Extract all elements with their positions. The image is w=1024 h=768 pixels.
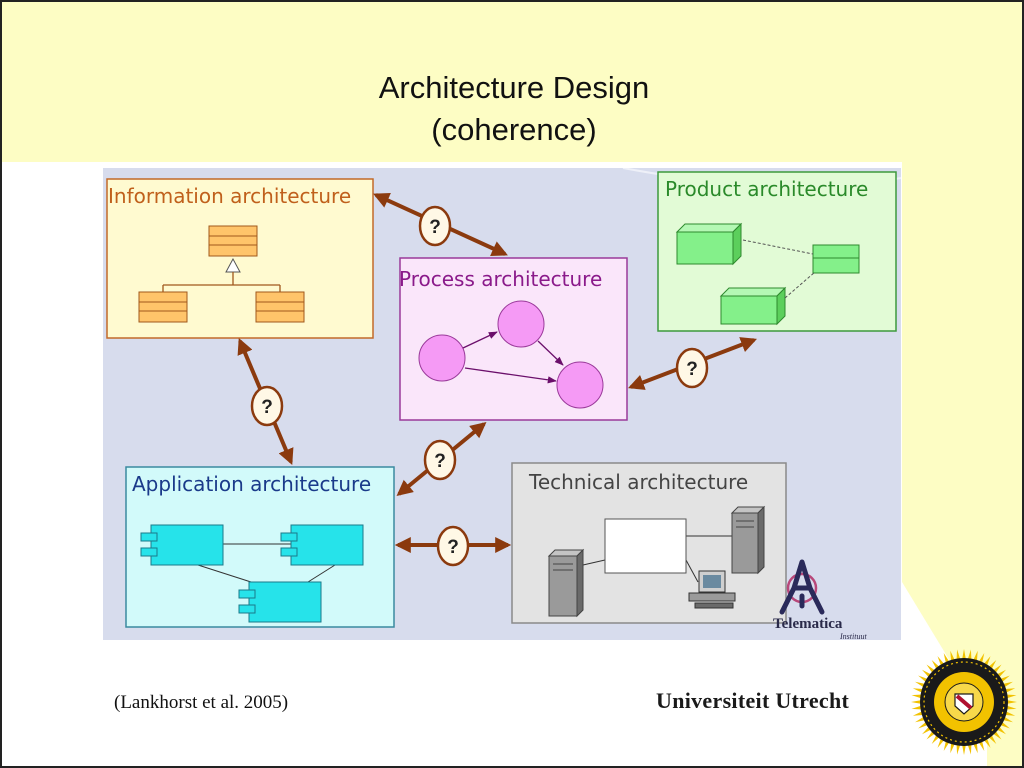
question-mark-2: ? — [261, 397, 273, 418]
process-architecture-box: Process architecture — [399, 257, 628, 421]
university-name: Universiteit Utrecht — [656, 688, 850, 713]
citation: (Lankhorst et al. 2005) — [114, 692, 289, 713]
connector-process-application: ? — [396, 421, 487, 497]
product-architecture-label: Product architecture — [665, 177, 868, 201]
architecture-diagram: Information architecture Product archite… — [103, 168, 901, 640]
question-mark-3: ? — [686, 359, 698, 380]
telematica-logo-icon — [779, 559, 825, 615]
product-architecture-box: Product architecture — [657, 171, 897, 332]
university-seal-icon — [911, 649, 1017, 755]
application-architecture-label: Application architecture — [132, 472, 371, 496]
information-architecture-label: Information architecture — [108, 184, 351, 208]
technical-architecture-label: Technical architecture — [528, 470, 748, 494]
connector-process-product: ? — [628, 337, 757, 390]
application-component-icons — [140, 524, 364, 623]
connector-application-technical: ? — [394, 525, 512, 567]
information-architecture-box: Information architecture — [106, 178, 374, 339]
question-mark-5: ? — [447, 537, 459, 558]
telematica-logo-subtext: Instituut — [840, 632, 867, 641]
connector-information-process: ? — [373, 193, 508, 256]
process-flow-icon — [418, 300, 604, 409]
process-architecture-label: Process architecture — [399, 267, 602, 291]
slide-title-line-1: Architecture Design — [378, 70, 650, 105]
server-network-icon — [547, 505, 766, 618]
question-mark-4: ? — [434, 451, 446, 472]
application-architecture-box: Application architecture — [125, 466, 395, 628]
connector-information-application: ? — [237, 338, 294, 465]
product-component-icons — [675, 222, 860, 326]
question-mark-1: ? — [429, 217, 441, 238]
slide-title-line-2: (coherence) — [431, 112, 597, 147]
class-hierarchy-icon — [138, 225, 305, 323]
technical-architecture-box: Technical architecture — [511, 462, 787, 624]
telematica-logo-text: Telematica — [773, 616, 843, 632]
